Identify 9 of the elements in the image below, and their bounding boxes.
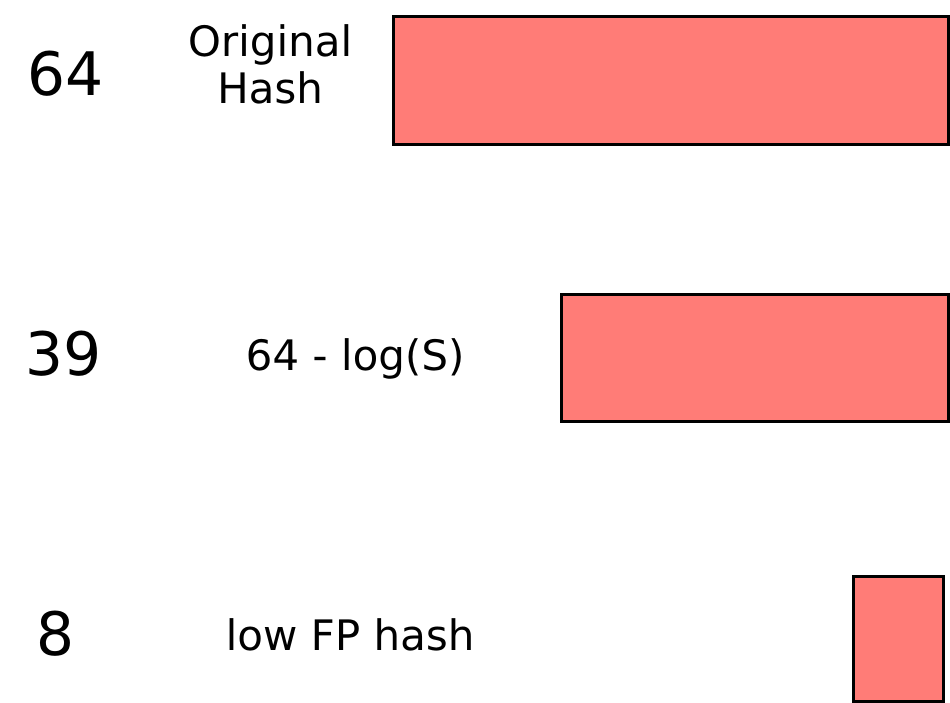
bar <box>560 293 950 423</box>
value-number: 39 <box>24 322 102 390</box>
value-number: 8 <box>34 602 76 670</box>
value-number: 64 <box>26 42 104 110</box>
bar <box>852 575 945 703</box>
row-label: Original Hash <box>186 18 354 112</box>
row-label: low FP hash <box>224 612 476 660</box>
bar <box>392 15 950 146</box>
row-label: 64 - log(S) <box>244 332 466 380</box>
